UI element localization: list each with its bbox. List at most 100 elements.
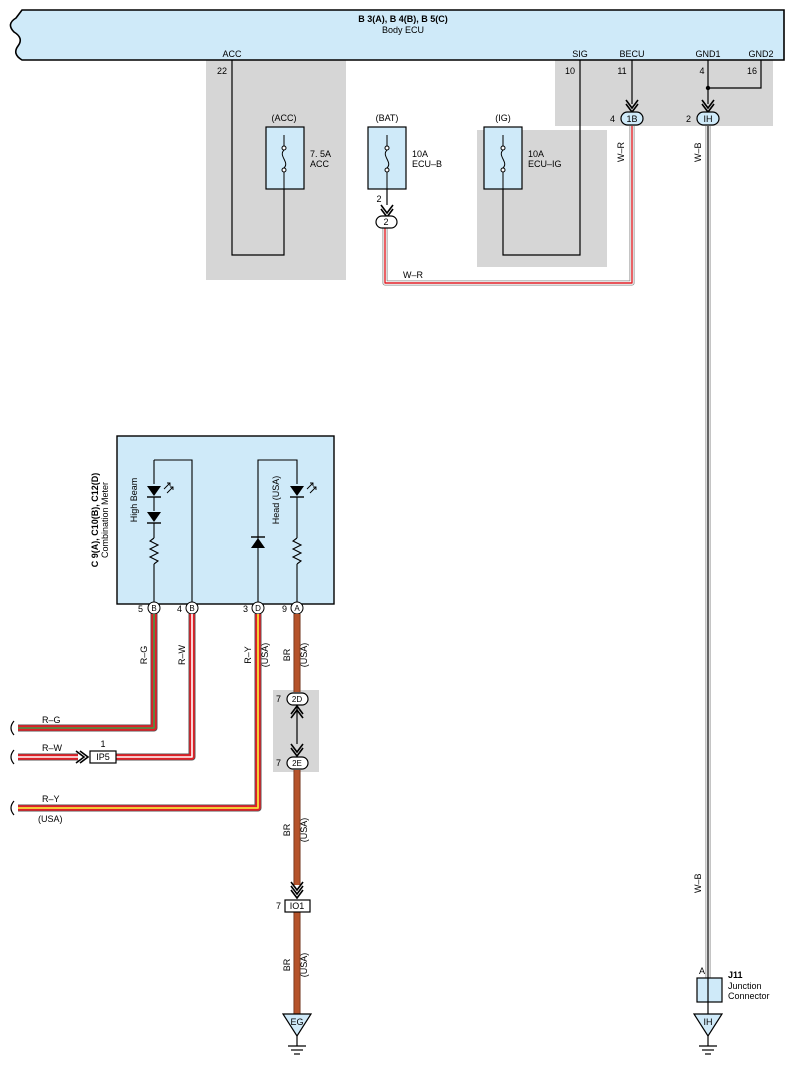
wire-w-b-label-top: W–B (693, 142, 703, 162)
fuse-ig-rating: 10A (528, 149, 544, 159)
junction-id: J11 (728, 970, 743, 980)
wire-r-g-label-h: R–G (42, 715, 61, 725)
fuse-bat-rating: 10A (412, 149, 428, 159)
connector-2-shape (375, 215, 398, 229)
meter-subtitle: Combination Meter (100, 482, 110, 558)
wire-r-y-usa-h: (USA) (38, 814, 63, 824)
svg-text:B: B (151, 604, 156, 613)
shade-ecu-right (555, 60, 773, 126)
fuse-acc-box (265, 126, 305, 190)
ecu-pin-acc: ACC (222, 49, 242, 59)
fuse-bat-circuit: (BAT) 10A ECU–B (367, 113, 442, 205)
svg-text:B: B (189, 604, 194, 613)
ecu-pin-gnd2: GND2 (748, 49, 773, 59)
head-resistor (291, 537, 303, 565)
wire-br: BR (USA) BR (USA) BR (USA) (282, 614, 309, 1014)
connector-ih-pin: 2 (686, 114, 691, 124)
wire-w-r-label-h: W–R (403, 270, 424, 280)
connector-io1: IO1 7 (276, 881, 311, 913)
head-led (290, 486, 304, 496)
connector-io1-shape (284, 899, 311, 913)
connector-2e-pin: 7 (276, 758, 281, 768)
connector-2e-label: 2E (292, 759, 302, 768)
ecu-box (9, 9, 785, 61)
meter-pin-9: 9 A (282, 601, 304, 615)
ecu-title: B 3(A), B 4(B), B 5(C) (358, 14, 448, 24)
high-beam-led-2 (147, 512, 161, 522)
connector-2d-label: 2D (292, 695, 302, 704)
wire-r-y-usa-v: (USA) (260, 643, 270, 668)
connector-ih-label: IH (704, 114, 713, 124)
connector-1b-label: 1B (626, 114, 637, 124)
connector-io1-label: IO1 (290, 901, 305, 911)
fuse-acc-icon (281, 149, 287, 169)
connector-2-pin: 2 (376, 194, 381, 204)
ground-eg: EG (281, 1013, 313, 1055)
connector-2e: 2E 7 (276, 743, 309, 770)
wire-br-usa-1: (USA) (299, 643, 309, 668)
ecu-pin-num-16: 16 (747, 66, 757, 76)
wire-r-y-label-h: R–Y (42, 794, 60, 804)
connector-1b: 1B 4 (610, 60, 644, 126)
wire-sig (502, 60, 581, 256)
wire-w-b-label-bottom: W–B (693, 873, 703, 893)
fuse-ig-icon (500, 149, 506, 169)
wire-br-label-1: BR (282, 648, 292, 661)
connector-2d-shape (286, 692, 309, 706)
connector-ih: IH 2 (686, 111, 720, 126)
svg-text:3: 3 (243, 604, 248, 614)
connector-ip5 (89, 750, 117, 764)
junction-pin: A (699, 966, 705, 976)
ecu-pin-num-11: 11 (617, 66, 626, 76)
fuse-bat-name: ECU–B (412, 159, 442, 169)
connector-io1-pin: 7 (276, 901, 281, 911)
connector-2-label: 2 (383, 217, 388, 227)
wire-br-usa-3: (USA) (299, 953, 309, 978)
ground-eg-label: EG (290, 1017, 303, 1027)
connector-ih-shape (696, 111, 720, 126)
ground-ih: IH (692, 1013, 724, 1055)
ground-ih-label: IH (704, 1017, 713, 1027)
head-diode (251, 538, 265, 548)
svg-text:A: A (294, 604, 300, 613)
fuse-ig-tag: (IG) (495, 113, 511, 123)
meter-pin-4: 4 B (177, 601, 199, 615)
combination-meter: C 9(A), C10(B), C12(D) Combination Meter… (90, 435, 335, 615)
head-label: Head (USA) (271, 476, 281, 525)
ground-ih-triangle (692, 1013, 724, 1038)
ecu-subtitle: Body ECU (382, 25, 424, 35)
body-ecu: B 3(A), B 4(B), B 5(C) Body ECU ACC SIG … (9, 9, 785, 76)
connector-2d: 2D 7 (276, 692, 309, 719)
fuse-ig-circuit: (IG) 10A ECU–IG (483, 60, 581, 256)
connector-1b-shape (620, 111, 644, 126)
connector-2d-pin: 7 (276, 694, 281, 704)
connector-ip5-label: IP5 (96, 752, 110, 762)
wire-br-usa-2: (USA) (299, 818, 309, 843)
meter-box (116, 435, 335, 605)
ecu-pin-sig: SIG (572, 49, 588, 59)
ecu-pin-num-10: 10 (565, 66, 575, 76)
wire-w-r: W–R W–R (382, 126, 635, 286)
ecu-pin-gnd1: GND1 (695, 49, 720, 59)
fuse-bat-icon (384, 149, 390, 169)
wire-br-label-3: BR (282, 958, 292, 971)
fuse-acc-rating: 7. 5A (310, 149, 331, 159)
connector-2e-shape (286, 756, 309, 770)
fuse-bat-tag: (BAT) (376, 113, 399, 123)
svg-text:D: D (255, 604, 261, 613)
meter-pin-3: 3 D (243, 601, 265, 615)
ecu-pin-num-22: 22 (217, 66, 227, 76)
wire-r-g: R–G R–G (10, 614, 158, 736)
svg-text:5: 5 (138, 604, 143, 614)
wire-r-w-label-v: R–W (177, 644, 187, 665)
fuse-ig-name: ECU–IG (528, 159, 562, 169)
high-beam-label: High Beam (129, 478, 139, 523)
wire-r-w-label-h: R–W (42, 743, 63, 753)
fuse-acc-tag: (ACC) (272, 113, 297, 123)
wire-w-r-label-v: W–R (616, 142, 626, 163)
wire-r-y-label-v: R–Y (243, 646, 253, 664)
svg-text:9: 9 (282, 604, 287, 614)
junction-line2: Connector (728, 991, 770, 1001)
